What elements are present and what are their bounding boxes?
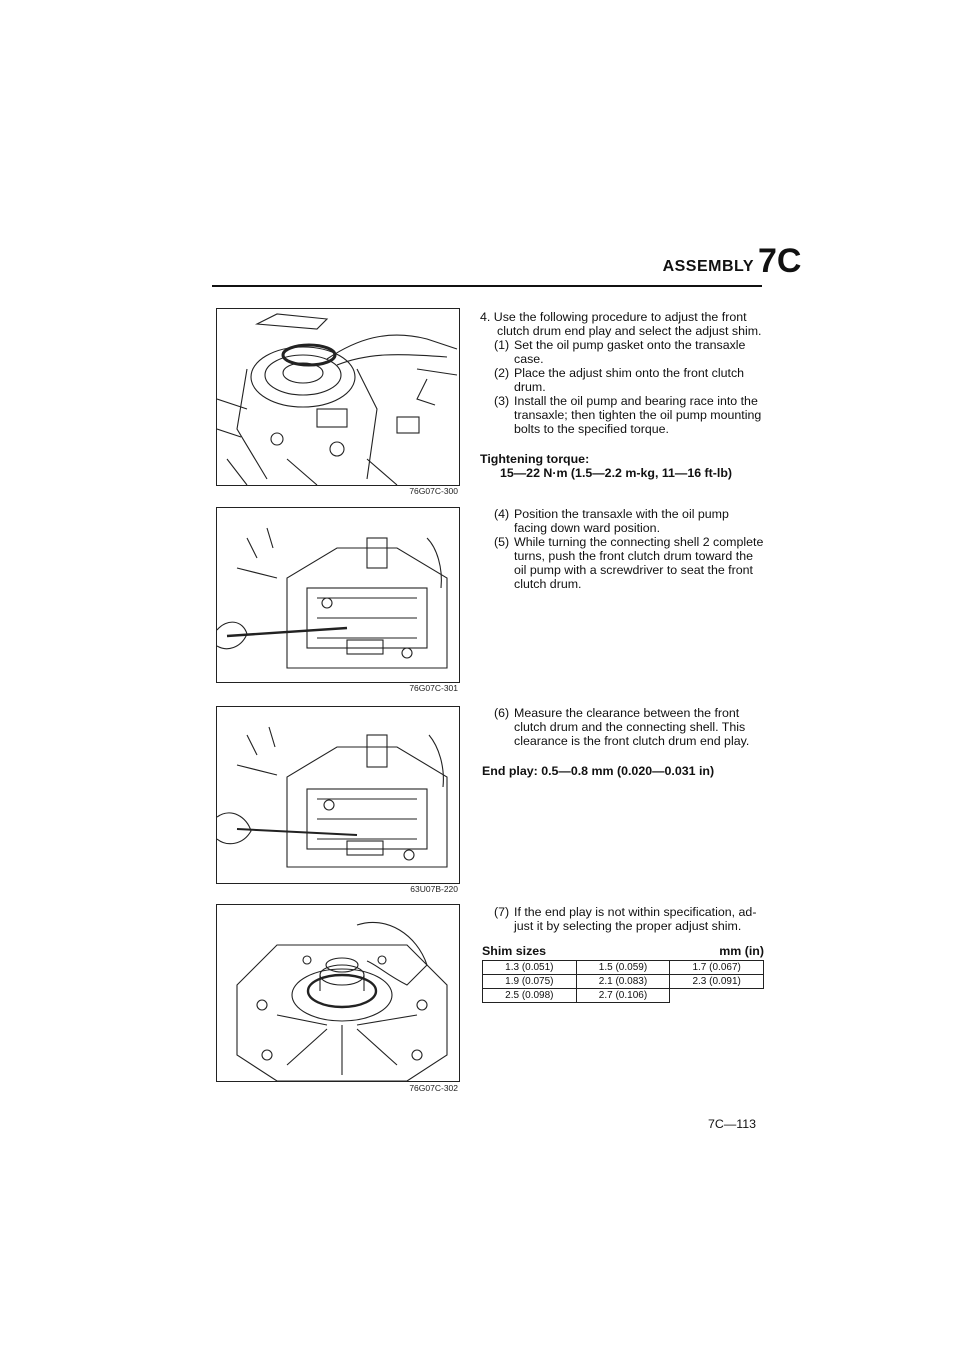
step-number: (7) — [494, 905, 510, 919]
table-cell: 1.5 (0.059) — [575, 960, 671, 975]
figure-measure-clearance — [216, 706, 460, 884]
step-number: (4) — [494, 507, 510, 521]
table-cell: 2.7 (0.106) — [575, 988, 671, 1003]
oil-pump-shim-illustration — [236, 921, 448, 1081]
procedure-section-1: 4. Use the following procedure to adjust… — [480, 310, 765, 480]
page-number: 7C—113 — [708, 1117, 756, 1131]
procedure-intro: 4. Use the following procedure to adjust… — [480, 310, 762, 338]
figure-screwdriver-push — [216, 507, 460, 683]
step-text: Position the transaxle with the oil pump… — [514, 507, 729, 535]
step-number: (1) — [494, 338, 510, 352]
procedure-section-3: (6) Measure the clearance between the fr… — [494, 706, 765, 748]
table-cell: 1.3 (0.051) — [482, 960, 577, 975]
figure-label: 76G07C-301 — [409, 683, 458, 693]
step-number: (2) — [494, 366, 510, 380]
shim-table-header: Shim sizes mm (in) — [482, 944, 764, 958]
figure-label: 76G07C-300 — [409, 486, 458, 496]
table-cell: 2.1 (0.083) — [575, 974, 671, 989]
torque-spec-value: 15—22 N·m (1.5—2.2 m-kg, 11—16 ft-lb) — [500, 466, 733, 480]
oil-pump-illustration — [217, 313, 458, 485]
step-number: (5) — [494, 535, 510, 549]
step-number: (6) — [494, 706, 510, 720]
shim-sizes-table: 1.3 (0.051) 1.5 (0.059) 1.7 (0.067) 1.9 … — [482, 960, 764, 1003]
procedure-step: (5) While turning the connecting shell 2… — [494, 535, 765, 591]
procedure-step: (1) Set the oil pump gasket onto the tra… — [494, 338, 765, 366]
step-text: Place the adjust shim onto the front clu… — [514, 366, 745, 394]
table-cell: 2.5 (0.098) — [482, 988, 577, 1003]
step-text: If the end play is not within specificat… — [514, 905, 757, 933]
end-play-spec: End play: 0.5—0.8 mm (0.020—0.031 in) — [482, 764, 715, 778]
chapter-code: 7C — [758, 242, 802, 280]
header-divider — [212, 285, 762, 287]
transaxle-illustration-1 — [217, 527, 448, 669]
procedure-section-4: (7) If the end play is not within specif… — [494, 905, 765, 933]
procedure-step: (4) Position the transaxle with the oil … — [494, 507, 765, 535]
table-row: 1.9 (0.075) 2.1 (0.083) 2.3 (0.091) — [482, 974, 764, 989]
procedure-section-2: (4) Position the transaxle with the oil … — [494, 507, 765, 591]
table-cell: 2.3 (0.091) — [669, 974, 764, 989]
table-cell: 1.9 (0.075) — [482, 974, 577, 989]
step-text: Set the oil pump gasket onto the transax… — [514, 338, 746, 366]
table-cell: 1.7 (0.067) — [669, 960, 764, 975]
table-row: 2.5 (0.098) 2.7 (0.106) — [482, 988, 764, 1003]
step-text: Install the oil pump and bearing race in… — [514, 394, 762, 436]
figure-label: 76G07C-302 — [409, 1083, 458, 1093]
transaxle-illustration-2 — [217, 726, 448, 868]
procedure-step: (2) Place the adjust shim onto the front… — [494, 366, 765, 394]
section-title: ASSEMBLY — [662, 258, 754, 275]
figure-label: 63U07B-220 — [410, 884, 458, 894]
procedure-step: (6) Measure the clearance between the fr… — [494, 706, 765, 748]
step-text: While turning the connecting shell 2 com… — [514, 535, 764, 591]
table-row: 1.3 (0.051) 1.5 (0.059) 1.7 (0.067) — [482, 960, 764, 975]
figure-oil-pump-install — [216, 308, 460, 486]
shim-table-unit: mm (in) — [719, 944, 764, 958]
procedure-step: (7) If the end play is not within specif… — [494, 905, 765, 933]
step-number: (3) — [494, 394, 510, 408]
table-cell-empty — [669, 988, 764, 1003]
procedure-step: (3) Install the oil pump and bearing rac… — [494, 394, 765, 436]
step-text: Measure the clearance between the front … — [514, 706, 750, 748]
figure-shim-select — [216, 904, 460, 1082]
torque-spec-label: Tightening torque: — [480, 452, 590, 466]
shim-table-title: Shim sizes — [482, 944, 547, 958]
